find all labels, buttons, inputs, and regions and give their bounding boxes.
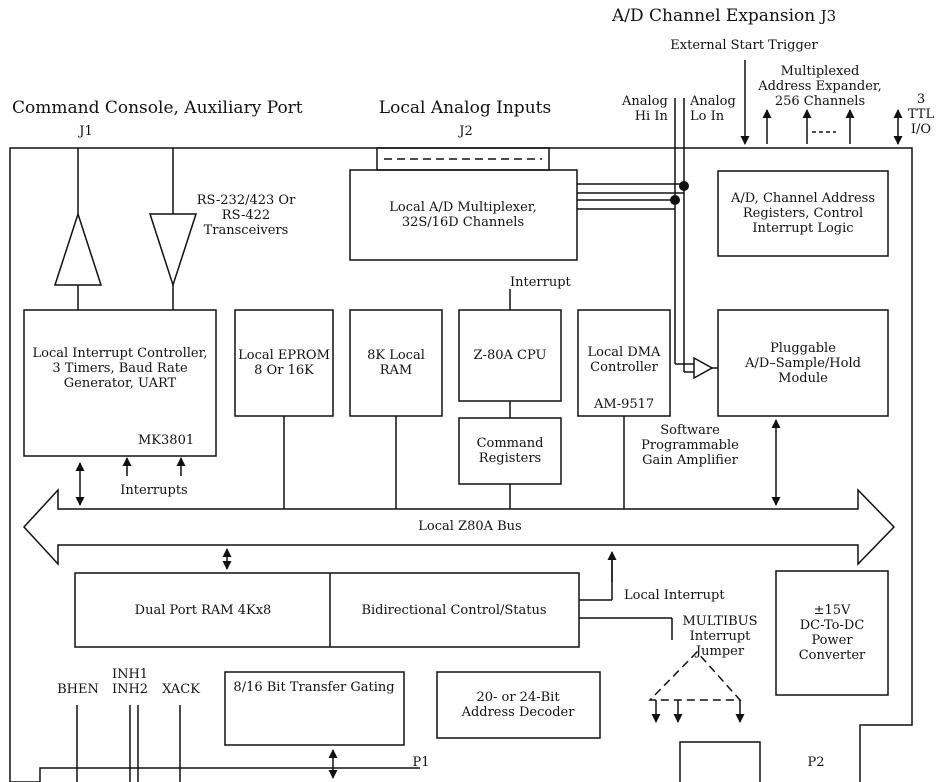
jumper-dashed	[648, 650, 742, 701]
gain-amplifier-triangle	[693, 356, 714, 380]
pga-label: Software Programmable Gain Amplifier	[641, 423, 739, 468]
board-outline	[9, 147, 913, 782]
bidir-label: Bidirectional Control/Status	[361, 602, 547, 618]
junction-dot	[670, 195, 680, 205]
junction-dot	[679, 181, 689, 191]
power-label: ±15V DC-To-DC Power Converter	[798, 603, 866, 663]
cpu-label: Z-80A CPU	[473, 348, 547, 363]
transceivers-label: RS-232/423 Or RS-422 Transceivers	[196, 193, 296, 238]
local-analog-connector: J2	[459, 124, 473, 139]
command-regs-label: Command Registers	[476, 436, 544, 466]
xack-label: XACK	[162, 682, 200, 697]
interrupt-ctrl-chip: MK3801	[138, 433, 195, 448]
address-decoder-label: 20- or 24-Bit Address Decoder	[461, 690, 575, 720]
cpu-interrupt-label: Interrupt	[510, 275, 571, 290]
p1-label: P1	[412, 755, 430, 770]
interrupt-ctrl-label: Local Interrupt Controller, 3 Timers, Ba…	[32, 345, 208, 391]
external-trigger-label: External Start Trigger	[670, 38, 818, 53]
expansion-title: A/D Channel Expansion J3	[612, 6, 836, 26]
analog-lo-label: Analog Lo In	[690, 94, 736, 124]
transfer-gating-block	[224, 671, 405, 746]
ttl-io-label: 3 TTL I/O	[907, 92, 935, 137]
p2-label: P2	[807, 755, 825, 770]
ram-label: 8K Local RAM	[367, 348, 425, 378]
mux-label: Local A/D Multiplexer, 32S/16D Channels	[389, 200, 537, 230]
interrupts-label: Interrupts	[120, 483, 188, 498]
expansion-connector: J3	[820, 7, 837, 25]
z80a-bus	[22, 488, 896, 566]
mux-expander-label: Multiplexed Address Expander, 256 Channe…	[758, 64, 882, 109]
dma-chip: AM-9517	[594, 397, 655, 412]
dma-label: Local DMA Controller	[587, 345, 661, 375]
power-block	[775, 570, 889, 696]
ad-regs-label: A/D, Channel Address Registers, Control …	[730, 191, 876, 236]
sample-hold-block	[717, 309, 889, 417]
expansion-title-text: A/D Channel Expansion	[612, 6, 816, 26]
ad-regs-block	[717, 170, 889, 257]
address-decoder-block	[436, 671, 601, 739]
mux-block	[349, 169, 578, 261]
receive-triangle	[148, 213, 198, 288]
console-connector: J1	[79, 124, 93, 139]
local-analog-title: Local Analog Inputs	[378, 98, 552, 118]
interrupt-ctrl-block	[23, 309, 217, 457]
analog-hi-label: Analog Hi In	[622, 94, 668, 124]
transfer-gating-label: 8/16 Bit Transfer Gating	[233, 680, 395, 695]
sample-hold-label: Pluggable A/D–Sample/Hold Module	[745, 340, 861, 386]
bhen-label: BHEN	[57, 682, 99, 697]
inh-label: INH1 INH2	[111, 667, 149, 697]
bus-label: Local Z80A Bus	[418, 519, 522, 534]
eprom-label: Local EPROM 8 Or 16K	[238, 348, 330, 378]
multibus-jumper-label: MULTIBUS Interrupt Jumper	[682, 614, 758, 659]
local-interrupt-label: Local Interrupt	[624, 588, 725, 603]
console-title: Command Console, Auxiliary Port	[12, 98, 303, 118]
transmit-triangle	[53, 211, 103, 286]
dual-port-label: Dual Port RAM 4Kx8	[134, 602, 272, 618]
dual-port-block	[74, 572, 580, 648]
